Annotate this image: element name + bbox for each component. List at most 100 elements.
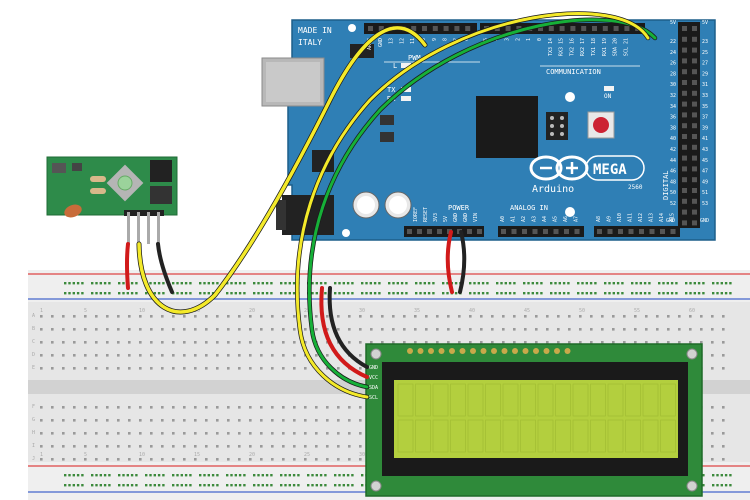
wire-red-rf-vcc (125, 242, 130, 290)
header-pin (548, 26, 554, 31)
header-pin (692, 144, 697, 150)
strip-hole (227, 458, 230, 461)
strip-hole (227, 315, 230, 318)
strip-hole (183, 458, 186, 461)
rail-hole (338, 474, 341, 477)
rail-hole (361, 484, 364, 487)
header-pin (682, 36, 687, 42)
strip-hole (392, 341, 395, 344)
rail-hole (99, 292, 102, 295)
top-pin-label: GND (378, 38, 384, 47)
rail-hole (500, 282, 503, 285)
rail-hole (315, 282, 318, 285)
rail-hole (716, 474, 719, 477)
rail-hole (72, 282, 75, 285)
mounting-hole (565, 207, 575, 217)
column-number: 30 (359, 452, 365, 458)
strip-hole (722, 367, 725, 370)
strip-hole (95, 328, 98, 331)
rail-hole (238, 484, 242, 487)
row-letter: J (32, 456, 35, 462)
rail-hole (338, 484, 341, 487)
lcd-mount-hole (686, 348, 698, 360)
strip-hole (51, 341, 54, 344)
rail-hole (234, 484, 237, 487)
rail-hole (226, 484, 229, 487)
rail-hole (373, 282, 377, 285)
strip-hole (51, 328, 54, 331)
strip-hole (216, 432, 219, 435)
analog-pin-label: A8 (596, 216, 602, 222)
strip-hole (249, 445, 252, 448)
rail-hole (68, 484, 71, 487)
rail-hole (685, 282, 688, 285)
strip-hole (502, 315, 505, 318)
rail-hole (162, 282, 165, 285)
rail-hole (427, 292, 431, 295)
strip-hole (315, 458, 318, 461)
rail-hole (508, 282, 512, 285)
rail-hole (594, 282, 597, 285)
strip-hole (205, 419, 208, 422)
header-pin (378, 26, 384, 31)
wire-yellow-rf-data (137, 26, 427, 314)
strip-hole (172, 367, 175, 370)
header-pin (628, 229, 634, 234)
rail-hole (675, 292, 678, 295)
potentiometer-knob (117, 175, 133, 191)
strip-hole (568, 315, 571, 318)
strip-hole (62, 432, 65, 435)
strip-hole (139, 445, 142, 448)
wire-red-lcd-vcc (319, 286, 369, 379)
strip-hole (513, 341, 516, 344)
rail-hole (91, 474, 94, 477)
rail-hole (550, 282, 553, 285)
lcd-pad (459, 348, 466, 354)
rail-hole (68, 474, 71, 477)
rail-hole (423, 282, 426, 285)
power-pin-label: 5V (443, 216, 449, 222)
rail-hole (693, 292, 696, 295)
rail-hole (216, 474, 219, 477)
strip-hole (194, 341, 197, 344)
rail-hole (346, 292, 350, 295)
strip-hole (139, 328, 142, 331)
strip-hole (260, 432, 263, 435)
rail-hole (253, 292, 256, 295)
rail-hole (643, 282, 647, 285)
column-number: 30 (359, 308, 365, 314)
lcd-char-cell (485, 419, 501, 453)
strip-hole (216, 354, 219, 357)
rail-hole (91, 292, 94, 295)
strip-hole (568, 328, 571, 331)
strip-hole (227, 445, 230, 448)
rail-hole (675, 282, 678, 285)
header-pin (368, 26, 373, 31)
rf-receiver-module (46, 156, 178, 244)
rail-hole (351, 474, 354, 477)
right-pin-label: GND (666, 218, 675, 224)
strip-hole (172, 406, 175, 409)
rail-hole (122, 474, 125, 477)
right-pin-label: 26 (670, 61, 676, 67)
rail-hole (486, 282, 489, 285)
strip-hole (106, 367, 109, 370)
header-pin (505, 26, 511, 31)
strip-hole (128, 445, 131, 448)
rail-hole (558, 292, 561, 295)
strip-hole (370, 315, 373, 318)
strip-hole (425, 341, 428, 344)
rail-hole (496, 282, 499, 285)
strip-hole (304, 315, 307, 318)
rail-hole (288, 292, 291, 295)
rail-hole (122, 282, 125, 285)
rail-hole (199, 484, 202, 487)
header-pin (692, 198, 697, 204)
strip-hole (205, 445, 208, 448)
rail-hole (523, 292, 526, 295)
strip-hole (293, 367, 296, 370)
header-pin (692, 220, 697, 226)
lcd-char-cell (607, 383, 624, 417)
header-pin (692, 101, 697, 107)
rail-hole (581, 292, 584, 295)
